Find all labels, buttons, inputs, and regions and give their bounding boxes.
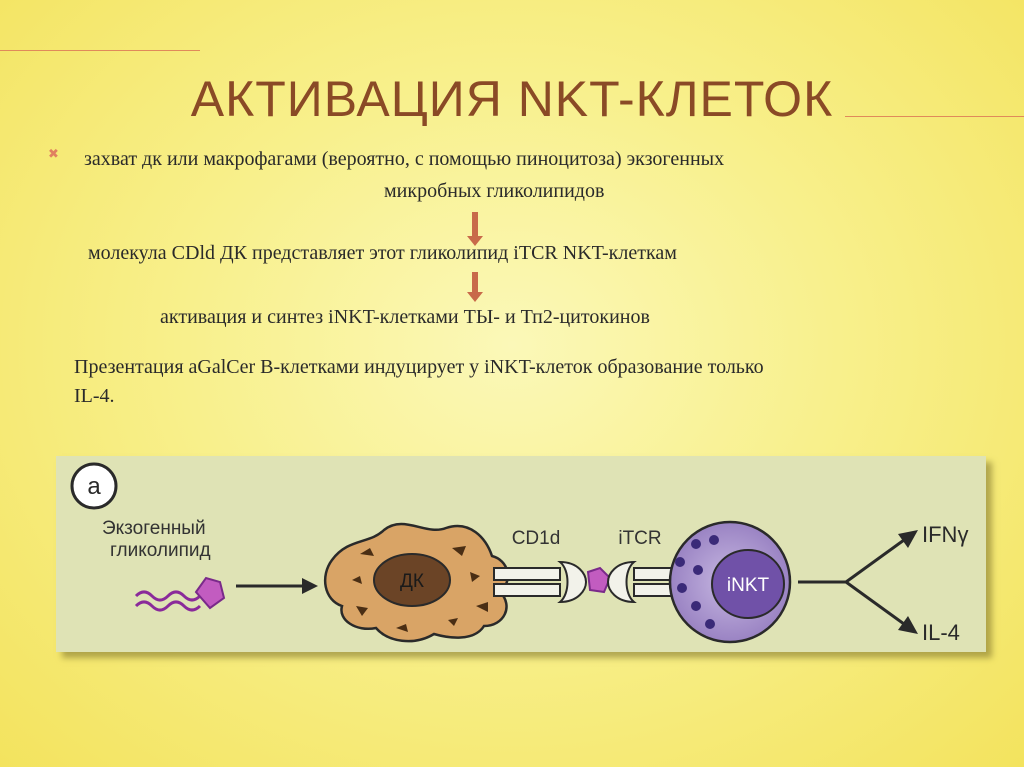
flow-arrow-2-head <box>467 292 483 302</box>
itcr-label: iTCR <box>618 528 661 549</box>
cd1d-stalk-upper <box>494 568 560 580</box>
inkt-label: iNKT <box>727 575 770 596</box>
nkt-activation-diagram: a Экзогенный гликолипид ДК <box>56 456 986 652</box>
decorative-rule-left <box>0 50 200 51</box>
glycolipid-molecule-icon <box>136 578 224 610</box>
note-line1: Презентация aGalCer В-клетками индуцируе… <box>74 354 764 380</box>
bullet-text-line2: микробных гликолипидов <box>384 178 604 204</box>
cd1d-binding-groove <box>560 562 586 602</box>
granule <box>691 601 701 611</box>
flow-arrow-1-shaft <box>472 212 478 238</box>
itcr-stalk-lower <box>634 584 674 596</box>
uptake-arrow-head <box>302 578 318 594</box>
diagram-panel: a Экзогенный гликолипид ДК <box>56 456 986 652</box>
bullet-x-icon: ✖ <box>48 148 62 162</box>
panel-label: a <box>87 473 101 500</box>
flow-arrow-2-shaft <box>472 272 478 294</box>
granule <box>675 557 685 567</box>
step3-text: активация и синтез iNKT-клетками ТЫ- и Т… <box>160 304 650 330</box>
glycolipid-label-line2: гликолипид <box>110 540 211 561</box>
glycolipid-label-line1: Экзогенный <box>102 518 206 539</box>
granule <box>709 535 719 545</box>
itcr-binding-site <box>608 562 634 602</box>
step2-text: молекула CDld ДК представляет этот глико… <box>88 240 677 266</box>
output-arrow-il4-head <box>898 616 918 634</box>
cd1d-label: CD1d <box>512 528 561 549</box>
bullet-text-line1: захват дк или макрофагами (вероятно, с п… <box>84 146 724 172</box>
output-ifn-gamma-label: IFNγ <box>922 522 968 547</box>
output-arrow-il4-shaft <box>846 582 904 624</box>
itcr-stalk-upper <box>634 568 674 580</box>
granule <box>693 565 703 575</box>
dc-label: ДК <box>400 571 424 592</box>
presented-glycolipid-icon <box>588 568 610 592</box>
slide-title: АКТИВАЦИЯ NKT-КЛЕТОК <box>0 70 1024 128</box>
output-arrow-ifn-head <box>898 530 918 548</box>
note-line2: IL-4. <box>74 383 115 409</box>
decorative-rule-right <box>845 116 1024 117</box>
output-arrow-ifn-shaft <box>846 540 904 582</box>
output-il4-label: IL-4 <box>922 620 960 645</box>
granule <box>691 539 701 549</box>
granule <box>677 583 687 593</box>
cd1d-stalk-lower <box>494 584 560 596</box>
granule <box>705 619 715 629</box>
